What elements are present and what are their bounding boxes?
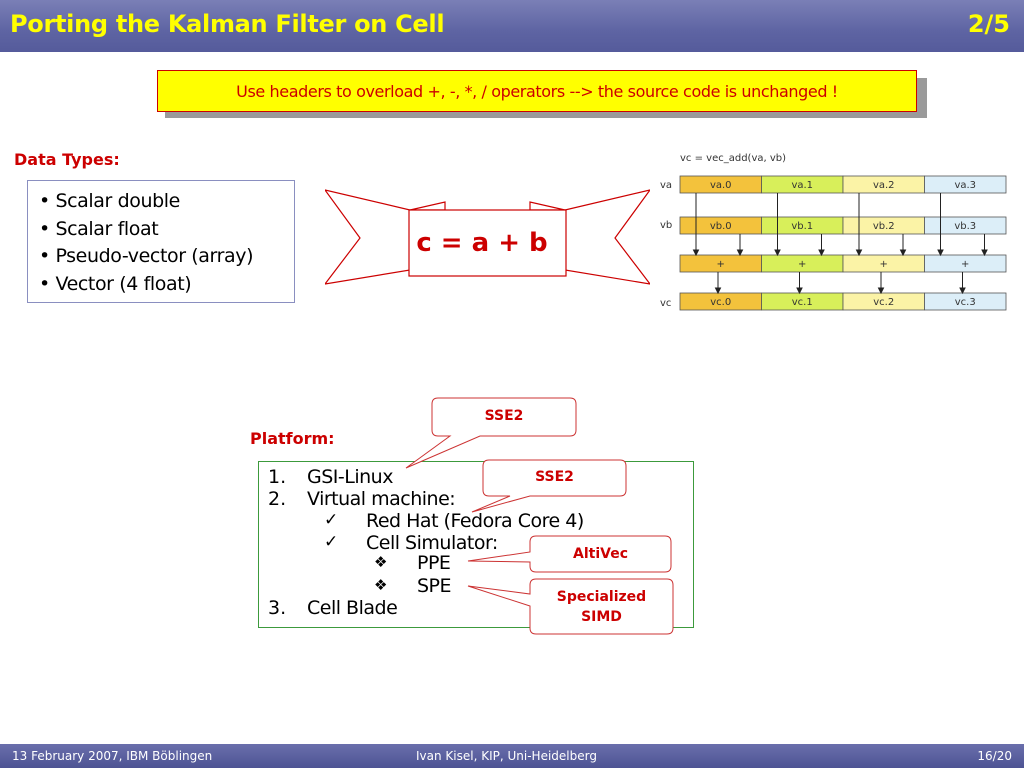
ribbon-banner: [325, 189, 650, 285]
diagram-cell: [924, 254, 1007, 273]
arrow-head: [774, 249, 781, 257]
ribbon-left-tail: [325, 189, 411, 285]
diamond-icon: ❖: [374, 553, 388, 571]
bullet: •: [39, 190, 50, 212]
arrow-head: [855, 249, 863, 257]
callout-label: SSE2: [484, 408, 524, 424]
diagram-cell-label: va.2: [873, 180, 895, 191]
title-bar: Porting the Kalman Filter on Cell 2/5: [0, 0, 1024, 52]
list-marker: 2.: [268, 488, 287, 510]
diagram-cells: va.0 va.1 va.2 va.3 vb.0 vb.1 vb.2 vb.3 + + + + vc.0…: [679, 175, 1007, 311]
footer-bar: 13 February 2007, IBM Böblingen Ivan Kis…: [0, 744, 1024, 768]
diagram-cell: [924, 216, 1007, 235]
diagram-cell-label: va.0: [710, 180, 732, 191]
callout-label: AltiVec: [573, 546, 628, 562]
list-item: • Scalar float: [39, 216, 294, 244]
arrow-head: [692, 249, 700, 257]
diagram-cell-label: vc.2: [873, 297, 894, 308]
footer-date-venue: 13 February 2007, IBM Böblingen: [12, 749, 213, 763]
diagram-cell-label: vc.0: [710, 297, 731, 308]
row-label-vb: vb: [660, 220, 672, 231]
list-item-text: Pseudo-vector (array): [55, 245, 254, 267]
diagram-cell-label: vb.0: [710, 221, 732, 232]
data-types-heading: Data Types:: [14, 150, 120, 169]
equation-text: c = a + b: [416, 228, 548, 258]
diagram-cell-label: vb.2: [873, 221, 895, 232]
list-item: • Vector (4 float): [39, 271, 294, 299]
callout-specialized-simd: [467, 578, 674, 635]
diagram-cell-label: +: [880, 259, 888, 270]
list-item: • Scalar double: [39, 188, 294, 216]
arrow-head: [818, 249, 825, 257]
diagram-cell-label: vc.3: [955, 297, 976, 308]
row-label-va: va: [660, 180, 672, 191]
note-box: Use headers to overload +, -, *, / opera…: [157, 70, 917, 112]
diagram-cell-label: vb.3: [954, 221, 976, 232]
arrow-head: [796, 287, 803, 295]
platform-item-cell-blade: Cell Blade: [307, 597, 398, 619]
platform-item-spe: SPE: [417, 575, 452, 597]
list-item: • Pseudo-vector (array): [39, 243, 294, 271]
arrow-head: [937, 249, 944, 257]
arrow-head: [714, 287, 722, 295]
diagram-cell-label: vb.1: [791, 221, 813, 232]
callout-label: SSE2: [535, 469, 574, 485]
check-icon: ✓: [324, 510, 339, 530]
callout-sse2-linux: [405, 397, 577, 469]
diamond-icon: ❖: [374, 576, 388, 594]
platform-item-virtual-machine: Virtual machine:: [307, 488, 456, 510]
diagram-cell: [924, 175, 1007, 194]
list-marker: 3.: [268, 597, 287, 619]
callout-sse2-vm: [471, 459, 627, 513]
data-types-list: • Scalar double • Scalar float • Pseudo-…: [28, 181, 294, 298]
diagram-cell-label: +: [798, 259, 806, 270]
list-item-text: Scalar double: [55, 190, 180, 212]
diagram-cell-label: +: [717, 259, 725, 270]
arrow-head: [981, 249, 988, 257]
list-item-text: Vector (4 float): [55, 272, 192, 295]
data-types-box: • Scalar double • Scalar float • Pseudo-…: [27, 180, 295, 303]
arrow-head: [877, 287, 885, 295]
arrow-head: [959, 287, 966, 295]
callout-altivec: [467, 535, 672, 573]
ribbon-right-tail: [564, 189, 650, 285]
list-marker: 1.: [268, 466, 287, 488]
row-label-vc: vc: [660, 298, 671, 309]
arrow-head: [899, 249, 907, 257]
slide-counter: 2/5: [967, 10, 1010, 38]
platform-item-ppe: PPE: [417, 552, 451, 574]
diagram-title: vc = vec_add(va, vb): [680, 153, 786, 164]
diagram-cell-label: vc.1: [792, 297, 813, 308]
slide-title: Porting the Kalman Filter on Cell: [10, 10, 445, 38]
bullet: •: [39, 272, 50, 295]
platform-item-cell-simulator: Cell Simulator:: [366, 532, 498, 554]
platform-item-gsi-linux: GSI-Linux: [307, 466, 393, 488]
footer-page-number: 16/20: [977, 749, 1012, 763]
platform-heading: Platform:: [250, 429, 335, 448]
platform-item-red-hat: Red Hat (Fedora Core 4): [366, 510, 584, 532]
list-item-text: Scalar float: [55, 217, 159, 240]
arrow-head: [736, 249, 744, 257]
diagram-cell-label: va.3: [954, 180, 976, 191]
diagram-cell-label: +: [961, 259, 969, 270]
diagram-arrows: [692, 193, 988, 295]
note-text: Use headers to overload +, -, *, / opera…: [236, 81, 838, 101]
bullet: •: [39, 217, 50, 240]
check-icon: ✓: [324, 532, 339, 552]
diagram-cell: [924, 292, 1007, 311]
footer-author: Ivan Kisel, KIP, Uni-Heidelberg: [416, 749, 597, 763]
callout-label: Specialized SIMD: [556, 589, 647, 625]
diagram-cell-label: va.1: [791, 180, 813, 191]
ribbon-front-panel: [408, 209, 567, 277]
bullet: •: [39, 245, 50, 267]
